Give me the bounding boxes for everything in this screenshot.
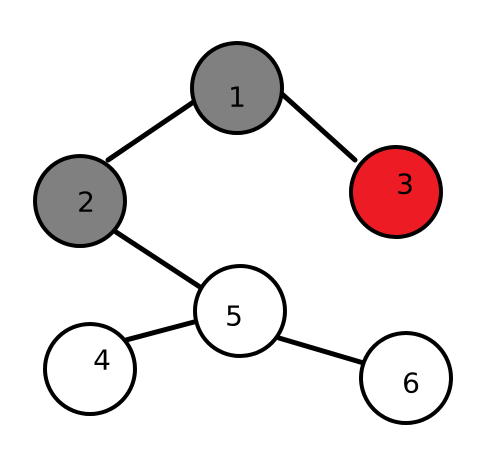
node-3-circle xyxy=(349,145,443,239)
edge-1-3 xyxy=(279,91,358,163)
node-3: 3 xyxy=(349,145,443,239)
node-5-circle xyxy=(193,264,287,358)
node-6-circle xyxy=(359,331,453,425)
edge-5-4 xyxy=(123,319,197,343)
node-1: 1 xyxy=(190,41,284,135)
node-3-label: 3 xyxy=(396,168,414,201)
node-6: 6 xyxy=(359,331,453,425)
nodes: 1 2 3 4 5 6 xyxy=(33,41,453,425)
node-6-label: 6 xyxy=(402,367,420,400)
edges xyxy=(105,91,370,367)
node-4-label: 4 xyxy=(93,344,111,377)
node-1-label: 1 xyxy=(228,81,246,114)
node-4: 4 xyxy=(43,322,137,416)
node-4-circle xyxy=(43,322,137,416)
node-2: 2 xyxy=(33,154,127,248)
node-2-label: 2 xyxy=(77,186,95,219)
edge-5-6 xyxy=(276,335,370,367)
node-5-label: 5 xyxy=(225,300,243,333)
node-5: 5 xyxy=(193,264,287,358)
edge-2-5 xyxy=(113,229,203,290)
edge-1-2 xyxy=(105,98,198,163)
node-2-circle xyxy=(33,154,127,248)
node-1-circle xyxy=(190,41,284,135)
